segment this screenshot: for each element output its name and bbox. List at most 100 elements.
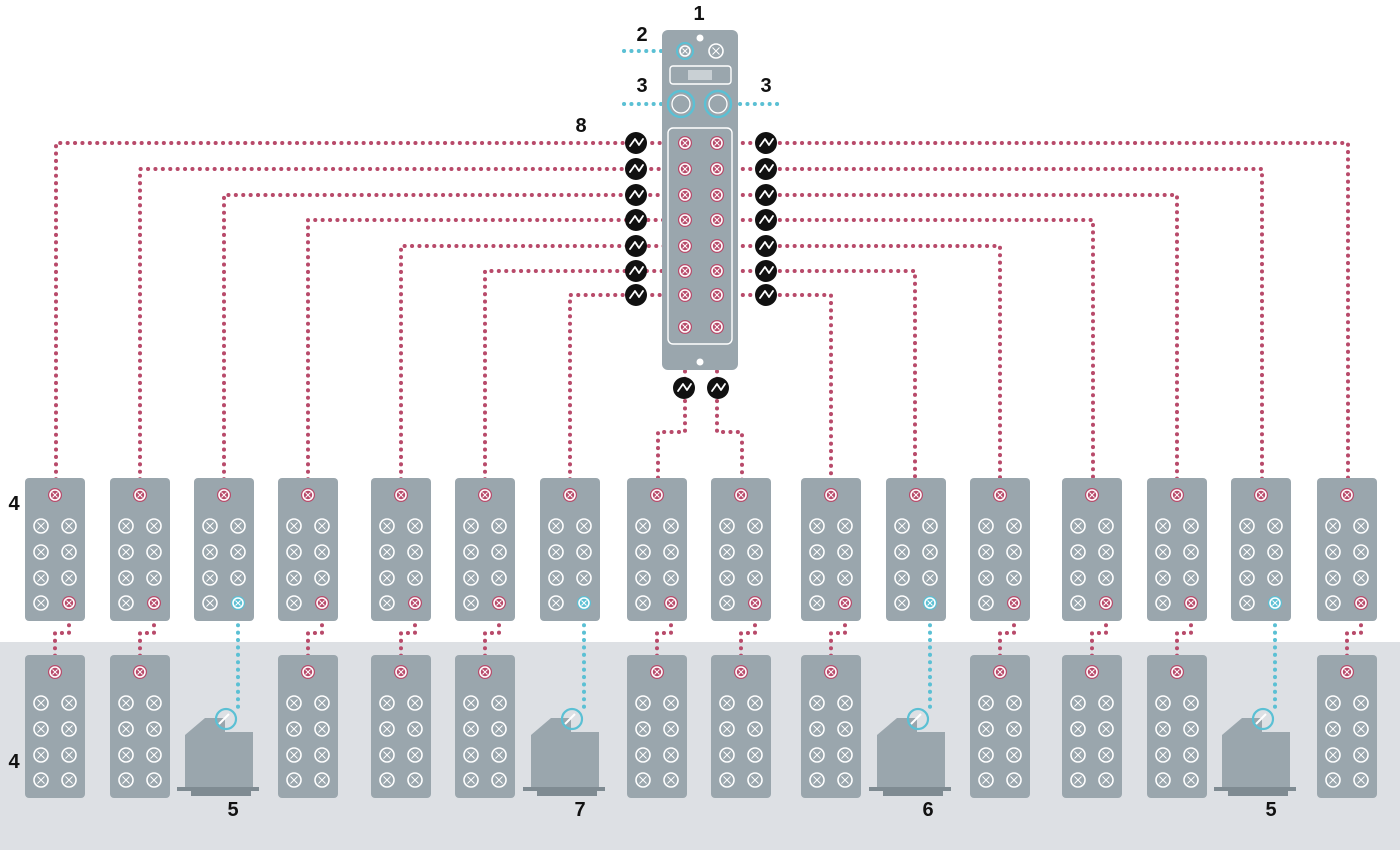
hub-port — [146, 721, 162, 737]
port-face — [994, 489, 1006, 501]
hub-input-port — [909, 488, 923, 502]
port-pins — [982, 599, 990, 607]
io-link-symbol-right-2 — [755, 158, 777, 180]
hub-port — [407, 747, 423, 763]
port-face — [711, 265, 723, 277]
hub-port — [33, 570, 49, 586]
port-ring — [491, 695, 507, 711]
hub-output-port-io-link — [147, 596, 161, 610]
port-ring — [839, 597, 851, 609]
symbol-disc — [625, 235, 647, 257]
hub-port — [407, 721, 423, 737]
port-pins — [723, 776, 731, 784]
port-pins — [318, 776, 326, 784]
port-ring — [314, 570, 330, 586]
hub-port — [809, 695, 825, 711]
hub-port — [314, 772, 330, 788]
port-ring — [894, 518, 910, 534]
hub-top-1 — [25, 478, 85, 621]
hub-port — [1183, 518, 1199, 534]
port-ring — [314, 747, 330, 763]
hub-port — [1325, 570, 1341, 586]
hub-port — [978, 570, 994, 586]
port-face — [1355, 597, 1367, 609]
port-ring — [1325, 570, 1341, 586]
port-ring — [711, 137, 723, 149]
symbol-wave — [629, 241, 644, 250]
port-pins — [411, 574, 419, 582]
port-pins — [1074, 574, 1082, 582]
port-face — [49, 666, 61, 678]
port-pins — [714, 292, 720, 298]
hub-port — [314, 570, 330, 586]
port-ring — [978, 772, 994, 788]
port-ring — [894, 570, 910, 586]
port-face — [1086, 666, 1098, 678]
port-pins — [714, 243, 720, 249]
power-port-right — [708, 43, 724, 59]
symbol-disc — [755, 132, 777, 154]
port-pins — [467, 725, 475, 733]
port-pins — [1103, 600, 1109, 606]
port-pins — [982, 699, 990, 707]
port-pins — [495, 776, 503, 784]
port-ring — [1155, 595, 1171, 611]
port-ring — [719, 570, 735, 586]
port-ring — [679, 240, 691, 252]
hub-port — [379, 595, 395, 611]
hub-port — [463, 570, 479, 586]
hub-port — [118, 544, 134, 560]
port-pins — [639, 776, 647, 784]
port-ring — [314, 721, 330, 737]
hub-bottom-9 — [711, 655, 771, 798]
symbol-wave — [629, 190, 644, 199]
hub-port — [1155, 721, 1171, 737]
io-link-line-right-2 — [726, 167, 1264, 496]
hub-port — [1070, 570, 1086, 586]
port-pins — [1357, 522, 1365, 530]
port-pins — [667, 522, 675, 530]
port-ring — [719, 518, 735, 534]
device-d — [1214, 707, 1296, 796]
hub-output-port-io-link — [1184, 596, 1198, 610]
port-pins — [1159, 599, 1167, 607]
port-pins — [813, 699, 821, 707]
port-pins — [926, 574, 934, 582]
port-pins — [751, 776, 759, 784]
ethernet-port-right-ring — [708, 94, 728, 114]
port-pins — [751, 522, 759, 530]
hub-top-12 — [970, 478, 1030, 621]
port-face — [749, 597, 761, 609]
port-pins — [482, 669, 488, 675]
port-ring — [1239, 570, 1255, 586]
hub-port — [1070, 595, 1086, 611]
port-face — [409, 597, 421, 609]
port-ring — [1070, 721, 1086, 737]
port-pins — [1010, 699, 1018, 707]
hub-port — [1267, 544, 1283, 560]
port-pins — [290, 725, 298, 733]
port-ring — [1185, 597, 1197, 609]
port-ring — [1098, 544, 1114, 560]
port-ring — [719, 544, 735, 560]
port-ring — [711, 189, 723, 201]
port-pins — [318, 574, 326, 582]
port-pins — [65, 548, 73, 556]
port-ring — [809, 747, 825, 763]
port-pins — [580, 522, 588, 530]
port-ring — [286, 695, 302, 711]
port-pins — [318, 699, 326, 707]
port-ring — [578, 597, 590, 609]
io-link-line-left-4 — [306, 218, 674, 496]
port-pins — [1329, 751, 1337, 759]
hub-port — [407, 695, 423, 711]
hub-port — [202, 595, 218, 611]
port-ring — [679, 137, 691, 149]
port-pins — [682, 48, 688, 54]
label-power-port: 2 — [636, 24, 647, 46]
hub-output-port-digital-face — [924, 597, 936, 609]
hub-output-port-io-link — [664, 596, 678, 610]
port-ring — [146, 695, 162, 711]
port-ring — [837, 721, 853, 737]
port-pins — [723, 751, 731, 759]
